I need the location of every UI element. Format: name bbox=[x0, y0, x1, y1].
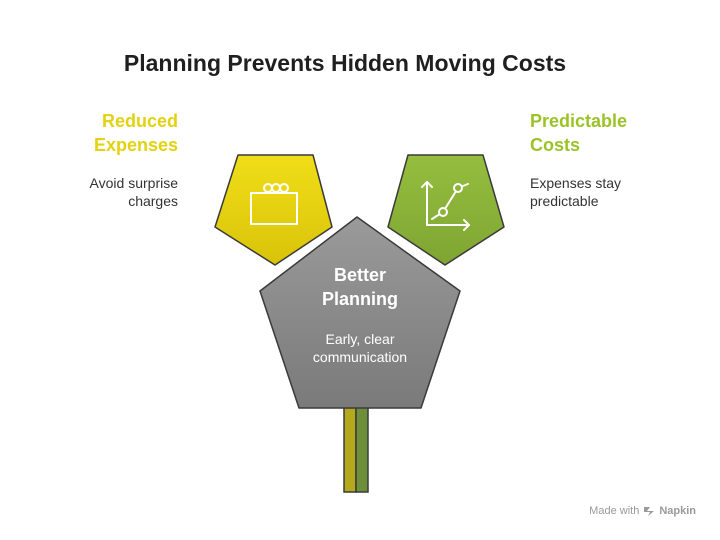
better-planning-heading: Better Planning bbox=[322, 265, 398, 309]
made-with-napkin-footer[interactable]: Made with Napkin bbox=[589, 505, 696, 517]
better-planning-description: Early, clear communication bbox=[312, 331, 408, 365]
green-stem bbox=[355, 404, 369, 493]
footer-prefix: Made with bbox=[589, 505, 640, 517]
diagram-title: Planning Prevents Hidden Moving Costs bbox=[123, 50, 567, 76]
gift-box-icon bbox=[250, 183, 298, 225]
napkin-logo-icon bbox=[644, 507, 655, 516]
predictable-costs-description: Expenses stay predictable bbox=[530, 175, 622, 209]
reduced-expenses-heading: Reduced Expenses bbox=[93, 111, 178, 155]
line-graph-icon bbox=[421, 181, 470, 231]
reduced-expenses-pentagon bbox=[214, 154, 333, 266]
reduced-expenses-description: Avoid surprise charges bbox=[89, 175, 178, 209]
predictable-costs-heading: Predictable Costs bbox=[530, 111, 628, 155]
yellow-stem bbox=[343, 404, 357, 493]
footer-brand: Napkin bbox=[659, 505, 696, 517]
better-planning-pentagon bbox=[259, 216, 461, 409]
